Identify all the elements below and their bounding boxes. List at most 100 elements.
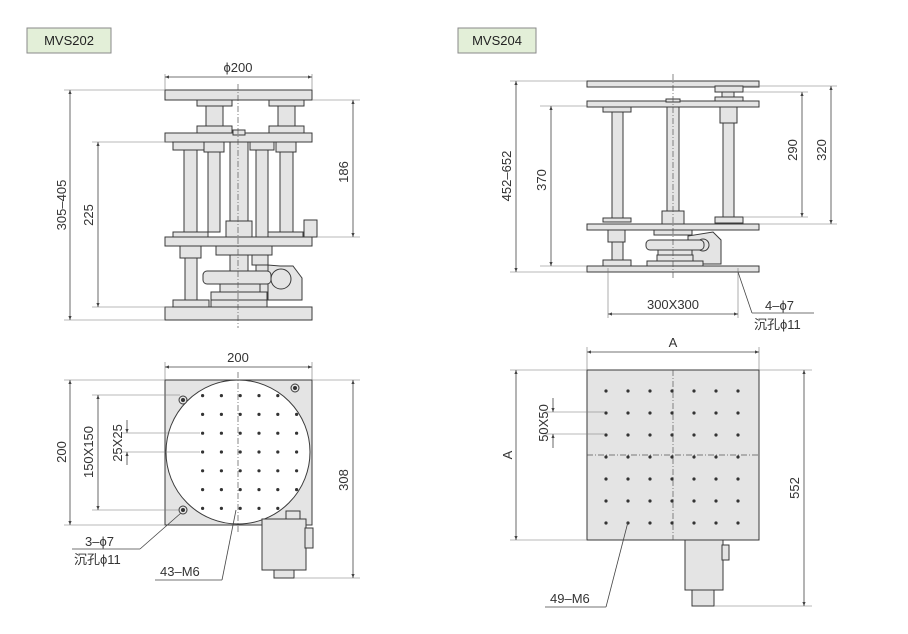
- tapped-hole: [692, 499, 696, 503]
- tapped-hole: [219, 488, 223, 492]
- tapped-hole: [714, 477, 718, 481]
- dim-grid-pitch: 50X50: [536, 404, 551, 442]
- tapped-hole: [670, 389, 674, 393]
- tapped-hole: [648, 521, 652, 525]
- dim-overall-length: 552: [787, 477, 802, 499]
- tapped-hole: [219, 394, 223, 398]
- tapped-hole: [714, 433, 718, 437]
- tapped-hole: [219, 506, 223, 510]
- label-tapped-holes: 49–M6: [550, 591, 590, 606]
- tapped-hole: [238, 469, 242, 473]
- tapped-hole: [648, 411, 652, 415]
- dim-width: A: [669, 335, 678, 350]
- tapped-hole: [648, 477, 652, 481]
- tapped-hole: [276, 488, 280, 492]
- dim-total-height: 305–405: [54, 180, 69, 231]
- dim-320: 320: [814, 139, 829, 161]
- tapped-hole: [714, 411, 718, 415]
- tapped-hole: [276, 469, 280, 473]
- tapped-hole: [604, 455, 608, 459]
- tapped-hole: [604, 433, 608, 437]
- dim-depth: A: [500, 450, 515, 459]
- tapped-hole: [201, 488, 205, 492]
- mvs204-top-view: [586, 369, 760, 607]
- label-mount-holes: 4–ϕ7: [765, 298, 794, 313]
- tapped-hole: [201, 506, 205, 510]
- dim-base-pitch: 300X300: [647, 297, 699, 312]
- tapped-hole: [604, 411, 608, 415]
- dim-top-diameter: ϕ200: [224, 60, 253, 75]
- dim-overall-length: 308: [336, 469, 351, 491]
- tapped-hole: [692, 455, 696, 459]
- tapped-hole: [201, 431, 205, 435]
- tapped-hole: [276, 431, 280, 435]
- tapped-hole: [670, 411, 674, 415]
- tapped-hole: [670, 433, 674, 437]
- mvs204-side-view: [586, 74, 760, 278]
- tapped-hole: [238, 431, 242, 435]
- tapped-hole: [692, 433, 696, 437]
- tapped-hole: [276, 394, 280, 398]
- tapped-hole: [736, 521, 740, 525]
- tapped-hole: [257, 506, 261, 510]
- tapped-hole: [219, 431, 223, 435]
- tapped-hole: [714, 499, 718, 503]
- tapped-hole: [295, 431, 299, 435]
- tapped-hole: [238, 488, 242, 492]
- tapped-hole: [626, 433, 630, 437]
- tapped-hole: [257, 450, 261, 454]
- tapped-hole: [714, 521, 718, 525]
- tapped-hole: [219, 412, 223, 416]
- mvs204-side-dimensions: 452–652 370 290 320 300X300 4–ϕ7 沉孔ϕ11: [499, 80, 837, 332]
- tapped-hole: [736, 477, 740, 481]
- tapped-hole: [276, 450, 280, 454]
- tapped-hole: [604, 499, 608, 503]
- tapped-hole: [276, 412, 280, 416]
- tapped-hole: [295, 450, 299, 454]
- label-counterbore: 沉孔ϕ11: [754, 317, 801, 332]
- label-tapped-holes: 43–M6: [160, 564, 200, 579]
- tapped-hole: [238, 394, 242, 398]
- tapped-hole: [648, 455, 652, 459]
- tapped-hole: [648, 389, 652, 393]
- tapped-hole: [692, 521, 696, 525]
- tapped-hole: [736, 411, 740, 415]
- dim-hole-pitch: 150X150: [81, 426, 96, 478]
- tapped-hole: [201, 469, 205, 473]
- dim-inner-height: 370: [534, 169, 549, 191]
- mvs202-side-dimensions: ϕ200 305–405 225 186: [54, 60, 360, 321]
- tapped-hole: [626, 499, 630, 503]
- tapped-hole: [604, 477, 608, 481]
- tapped-hole: [692, 477, 696, 481]
- tapped-hole: [736, 433, 740, 437]
- tapped-hole: [257, 412, 261, 416]
- tapped-hole: [714, 389, 718, 393]
- mvs202-top-dimensions: 200 200 150X150 25X25 308 3–ϕ7 沉孔ϕ11 43–…: [54, 350, 360, 581]
- tapped-hole: [201, 412, 205, 416]
- tapped-hole: [295, 412, 299, 416]
- model-label-mvs204: MVS204: [457, 27, 537, 54]
- tapped-hole: [238, 506, 242, 510]
- tapped-hole: [714, 455, 718, 459]
- tapped-hole: [201, 450, 205, 454]
- tapped-hole: [604, 389, 608, 393]
- tapped-hole: [626, 455, 630, 459]
- tapped-hole: [257, 488, 261, 492]
- tapped-hole: [604, 521, 608, 525]
- model-name: MVS202: [44, 33, 94, 48]
- tapped-hole: [736, 455, 740, 459]
- tapped-hole: [276, 506, 280, 510]
- tapped-hole: [257, 431, 261, 435]
- tapped-hole: [692, 389, 696, 393]
- model-label-mvs202: MVS202: [26, 27, 112, 54]
- tapped-hole: [648, 433, 652, 437]
- dim-290: 290: [785, 139, 800, 161]
- tapped-hole: [670, 499, 674, 503]
- tapped-hole: [219, 469, 223, 473]
- dim-inner-height: 225: [81, 204, 96, 226]
- tapped-hole: [670, 521, 674, 525]
- tapped-hole: [201, 394, 205, 398]
- dim-grid-pitch: 25X25: [110, 424, 125, 462]
- tapped-hole: [692, 411, 696, 415]
- tapped-hole: [626, 477, 630, 481]
